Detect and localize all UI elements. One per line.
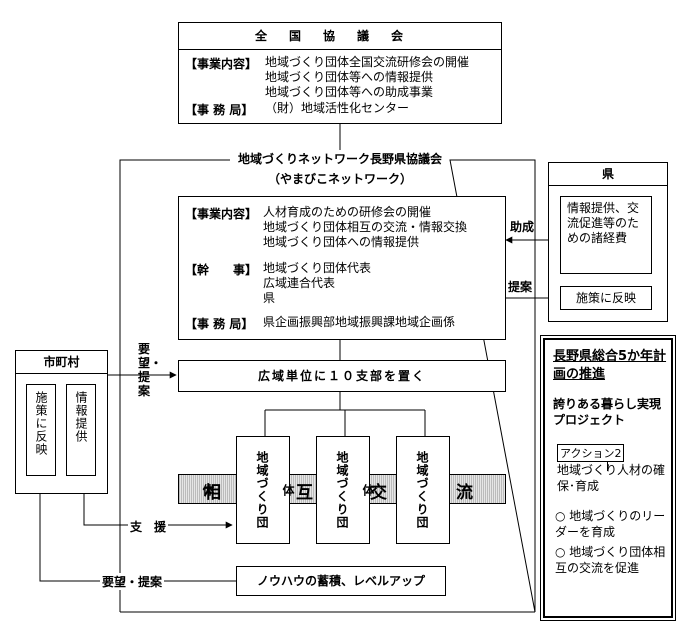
national-business-item: 地域づくり団体全国交流研修会の開催	[265, 55, 470, 69]
exchange-char: 流	[456, 483, 473, 503]
plan-item: ○ 地域づくり団体相互の交流を促進	[555, 545, 666, 575]
network-officer-item: 広域連合代表	[263, 276, 336, 290]
network-title: 地域づくりネットワーク長野県協議会	[237, 152, 442, 166]
network-officers-label: 【幹 事】	[185, 263, 258, 277]
group-box: 地域づくり団体	[361, 436, 450, 544]
support-label: 支 援	[128, 518, 169, 535]
plan-action: アクション2	[557, 444, 625, 462]
national-council-box: 全国協議会 【事業内容】 地域づくり団体全国交流研修会の開催 地域づくり団体等へ…	[178, 22, 502, 124]
plan-box: 長野県総合5か年計画の推進 誇りある暮らし実現プロジェクト アクション2 地域づ…	[540, 335, 676, 621]
grant-label: 助成	[510, 220, 535, 234]
prefecture-title: 県	[549, 163, 667, 186]
knowhow-box: ノウハウの蓄積、レベルアップ	[236, 566, 446, 596]
prefecture-policy-box: 施策に反映	[560, 286, 652, 310]
network-office-label: 【事 務 局】	[185, 317, 254, 331]
group-box: 地域づくり団体	[281, 436, 370, 544]
plan-action-connector	[607, 461, 608, 471]
request-label-top: 要望・提案	[138, 342, 163, 398]
network-business-item: 地域づくり団体への情報提供	[263, 235, 420, 249]
branch-box: 広域単位に１０支部を置く	[178, 360, 506, 392]
national-office-value: （財）地域活性化センター	[265, 101, 410, 115]
network-business-item: 地域づくり団体相互の交流・情報交換	[263, 220, 468, 234]
plan-action-desc: 地域づくり人材の確保･育成	[557, 463, 666, 493]
network-officer-item: 県	[263, 291, 276, 305]
proposal-label: 提案	[508, 280, 533, 294]
national-business-item: 地域づくり団体等への情報提供	[265, 70, 434, 84]
exchange-char: 相	[204, 478, 221, 503]
national-business-item: 地域づくり団体等への助成事業	[265, 85, 434, 99]
network-officer-item: 地域づくり団体代表	[263, 261, 372, 275]
municipality-policy-col: 施策に反映	[26, 384, 56, 476]
exchange-char: 交	[370, 478, 387, 503]
national-council-title: 全国協議会	[179, 23, 501, 50]
plan-item: ○ 地域づくりのリーダーを育成	[555, 509, 666, 539]
national-office-label: 【事 務 局】	[185, 103, 254, 117]
national-business-label: 【事業内容】	[185, 57, 258, 71]
network-office-value: 県企画振興部地域振興課地域企画係	[263, 315, 456, 329]
network-business-item: 人材育成のための研修会の開催	[263, 205, 432, 219]
plan-project: 誇りある暮らし実現プロジェクト	[553, 397, 662, 427]
municipality-info-col: 情報提供	[66, 384, 96, 476]
network-business-label: 【事業内容】	[185, 207, 258, 221]
network-content-box: 【事業内容】 人材育成のための研修会の開催 地域づくり団体相互の交流・情報交換 …	[178, 196, 506, 340]
request-label-bottom: 要望・提案	[100, 573, 165, 590]
prefecture-support-box: 情報提供、交流促進等のための諸経費	[560, 196, 652, 274]
plan-title: 長野県総合5か年計画の推進	[553, 349, 667, 382]
exchange-char: 互	[296, 478, 313, 503]
group-box: 地域づくり団体	[201, 436, 290, 544]
network-subtitle: （やまびこネットワーク）	[267, 172, 412, 186]
municipality-title: 市町村	[16, 351, 107, 374]
